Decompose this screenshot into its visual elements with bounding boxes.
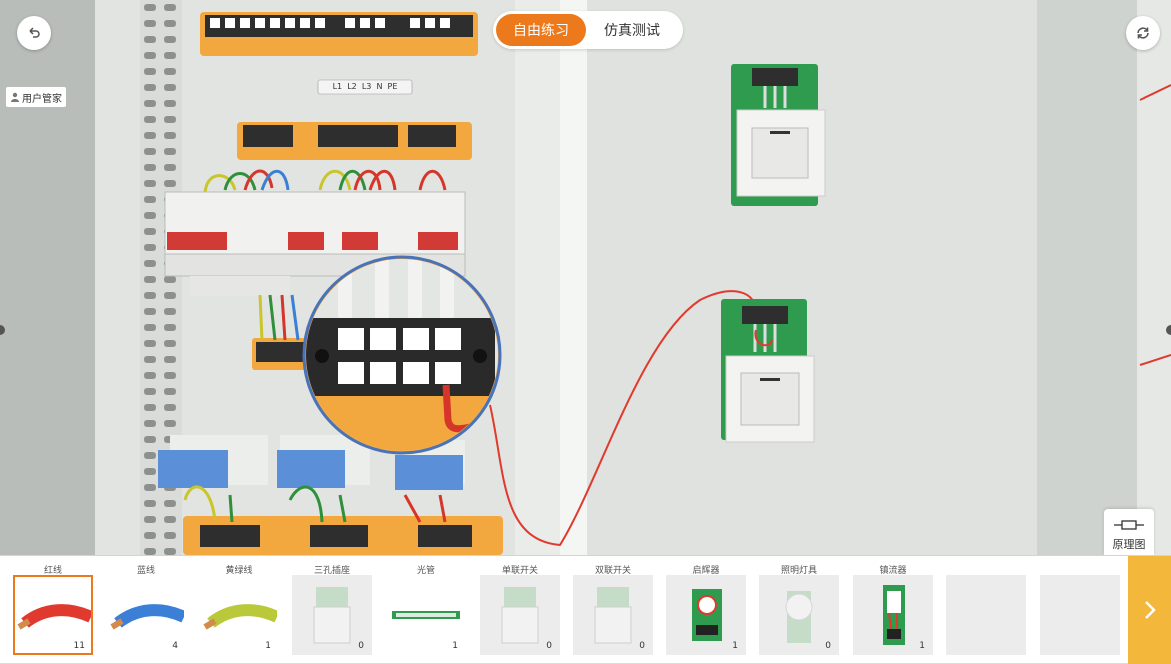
tray-item-label: 双联开关 (594, 566, 631, 576)
red-wire-icon (17, 604, 94, 630)
tray-item-label: 启辉器 (692, 566, 720, 576)
schematic-label: 原理图 (1112, 538, 1146, 551)
tray-item-double-switch[interactable]: 双联开关 0 (573, 563, 653, 655)
user-manager-label: 用户管家 (22, 93, 62, 105)
tray-item-label: 单联开关 (501, 566, 538, 576)
workspace[interactable]: L1 L2 L3 N PE 用户管家 自由练习 仿真测试 原理图 (0, 0, 1171, 555)
tray-item-count: 1 (452, 641, 458, 651)
tray-item-count: 1 (265, 641, 271, 651)
cabinet-scene (0, 0, 1171, 555)
blue-wire-icon (110, 604, 187, 630)
back-arrow-icon (29, 27, 40, 38)
tray-item-empty (946, 563, 1026, 655)
tray-item-count: 0 (546, 641, 552, 651)
ballast-icon (883, 585, 905, 645)
light-fixture-icon (785, 591, 813, 643)
tray-item-tube-lamp[interactable]: 光管 1 (386, 563, 466, 655)
busbar-label: L1 L2 L3 N PE (332, 82, 398, 91)
tray-item-lighting-fixture[interactable]: 照明灯具 0 (759, 563, 839, 655)
tray-item-empty (1040, 563, 1120, 655)
tube-lamp-icon (392, 611, 460, 619)
tray-item-starter[interactable]: 启辉器 1 (666, 563, 746, 655)
tray-item-single-switch[interactable]: 单联开关 0 (480, 563, 560, 655)
resistor-icon (1114, 520, 1144, 530)
tray-item-count: 11 (73, 641, 85, 651)
tray-item-blue-wire[interactable]: 蓝线 4 (106, 563, 187, 655)
tray-item-three-hole-socket[interactable]: 三孔插座 0 (292, 563, 372, 655)
tray-item-label: 照明灯具 (780, 566, 817, 576)
tray-item-count: 0 (358, 641, 364, 651)
tray-item-count: 0 (639, 641, 645, 651)
single-switch-icon (501, 587, 539, 644)
tray-item-label: 三孔插座 (313, 566, 350, 576)
tray-next-button[interactable] (1128, 556, 1171, 664)
tray-item-label: 光管 (416, 566, 435, 576)
tray-item-ballast[interactable]: 镇流器 1 (853, 563, 933, 655)
back-button[interactable] (17, 16, 51, 50)
tray-item-yellow-green-wire[interactable]: 黄绿线 1 (199, 563, 280, 655)
reset-button[interactable] (1126, 16, 1160, 50)
schematic-button[interactable]: 原理图 (1104, 509, 1154, 555)
user-icon (11, 92, 19, 102)
tray-item-count: 0 (825, 641, 831, 651)
tray-item-label: 黄绿线 (225, 566, 253, 576)
tray-item-count: 4 (172, 641, 178, 651)
refresh-icon (1137, 27, 1149, 39)
user-manager-button[interactable]: 用户管家 (6, 87, 66, 107)
tab-free-practice[interactable]: 自由练习 (496, 14, 586, 46)
double-switch-icon (594, 587, 632, 644)
starter-icon (692, 589, 722, 641)
tab-simulation-test[interactable]: 仿真测试 (604, 23, 660, 39)
tray-item-label: 镇流器 (879, 566, 907, 576)
tray-item-label: 蓝线 (136, 566, 155, 576)
tray-item-label: 红线 (43, 566, 62, 576)
tray-item-count: 1 (732, 641, 738, 651)
chevron-right-icon (1144, 601, 1156, 619)
mode-switch: 自由练习 仿真测试 (493, 11, 683, 49)
tray-item-red-wire[interactable]: 红线 11 (13, 563, 94, 655)
tray-item-count: 1 (919, 641, 925, 651)
socket-icon (313, 587, 351, 644)
component-tray: 红线 11 蓝线 4 黄绿线 1 三孔插座 0 光管 1 单联开关 (0, 555, 1171, 664)
yellow-green-wire-icon (203, 604, 280, 630)
